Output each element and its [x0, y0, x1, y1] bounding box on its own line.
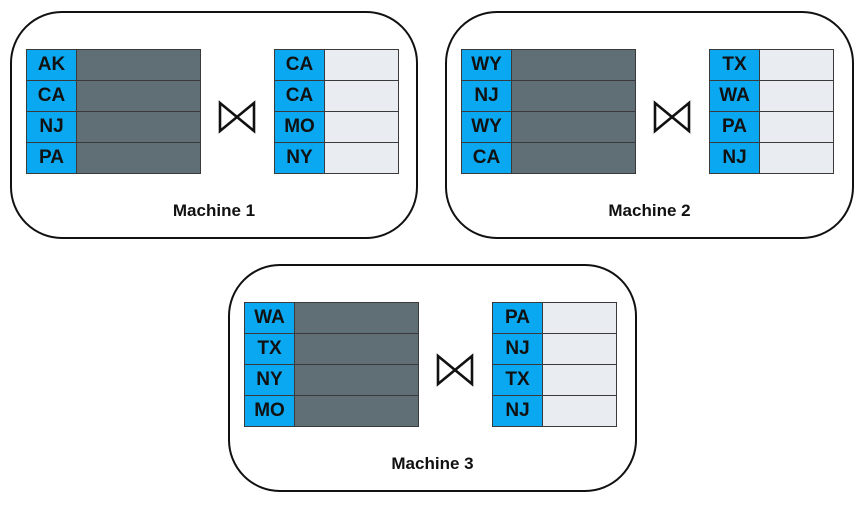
table-row: TX — [492, 364, 617, 396]
bowtie-join-icon — [436, 353, 474, 387]
table-row: WA — [244, 302, 419, 334]
key-cell: WY — [461, 49, 512, 81]
value-cell — [759, 142, 834, 174]
key-cell: NY — [274, 142, 325, 174]
key-cell: PA — [26, 142, 77, 174]
table-row: NJ — [492, 333, 617, 365]
value-cell — [542, 302, 617, 334]
key-cell: WY — [461, 111, 512, 143]
value-cell — [76, 111, 201, 143]
key-cell: CA — [274, 49, 325, 81]
value-cell — [324, 111, 399, 143]
table-row: MO — [274, 111, 399, 143]
key-cell: WA — [244, 302, 295, 334]
table-row: CA — [26, 80, 201, 112]
bowtie-join-icon — [218, 100, 256, 134]
key-cell: CA — [26, 80, 77, 112]
value-cell — [511, 142, 636, 174]
value-cell — [76, 142, 201, 174]
value-cell — [759, 49, 834, 81]
value-cell — [511, 80, 636, 112]
key-cell: NJ — [26, 111, 77, 143]
value-cell — [294, 333, 419, 365]
machine-label: Machine 2 — [608, 201, 691, 220]
key-cell: NJ — [709, 142, 760, 174]
value-cell — [759, 80, 834, 112]
value-cell — [76, 49, 201, 81]
value-cell — [759, 111, 834, 143]
table-row: NJ — [709, 142, 834, 174]
key-cell: NJ — [492, 395, 543, 427]
key-cell: TX — [492, 364, 543, 396]
table-row: PA — [26, 142, 201, 174]
key-cell: PA — [709, 111, 760, 143]
table-row: WY — [461, 111, 636, 143]
value-cell — [324, 80, 399, 112]
table-row: NY — [274, 142, 399, 174]
table-row: CA — [461, 142, 636, 174]
value-cell — [542, 333, 617, 365]
table-row: CA — [274, 49, 399, 81]
value-cell — [324, 142, 399, 174]
key-cell: CA — [274, 80, 325, 112]
key-cell: NJ — [461, 80, 512, 112]
table-row: NJ — [492, 395, 617, 427]
key-cell: AK — [26, 49, 77, 81]
table-row: PA — [709, 111, 834, 143]
table-row: CA — [274, 80, 399, 112]
table-row: TX — [709, 49, 834, 81]
table-row: WA — [709, 80, 834, 112]
table-row: AK — [26, 49, 201, 81]
key-cell: TX — [709, 49, 760, 81]
table-row: NY — [244, 364, 419, 396]
key-cell: MO — [244, 395, 295, 427]
key-cell: CA — [461, 142, 512, 174]
table-row: MO — [244, 395, 419, 427]
table-row: PA — [492, 302, 617, 334]
table-row: NJ — [26, 111, 201, 143]
table-row: TX — [244, 333, 419, 365]
value-cell — [76, 80, 201, 112]
value-cell — [294, 395, 419, 427]
value-cell — [511, 49, 636, 81]
key-cell: NY — [244, 364, 295, 396]
table-row: NJ — [461, 80, 636, 112]
value-cell — [294, 302, 419, 334]
value-cell — [542, 395, 617, 427]
key-cell: MO — [274, 111, 325, 143]
table-row: WY — [461, 49, 636, 81]
bowtie-join-icon — [653, 100, 691, 134]
key-cell: PA — [492, 302, 543, 334]
value-cell — [324, 49, 399, 81]
key-cell: TX — [244, 333, 295, 365]
value-cell — [294, 364, 419, 396]
machine-label: Machine 3 — [391, 454, 474, 473]
machine-label: Machine 1 — [172, 201, 256, 220]
key-cell: NJ — [492, 333, 543, 365]
value-cell — [511, 111, 636, 143]
key-cell: WA — [709, 80, 760, 112]
value-cell — [542, 364, 617, 396]
